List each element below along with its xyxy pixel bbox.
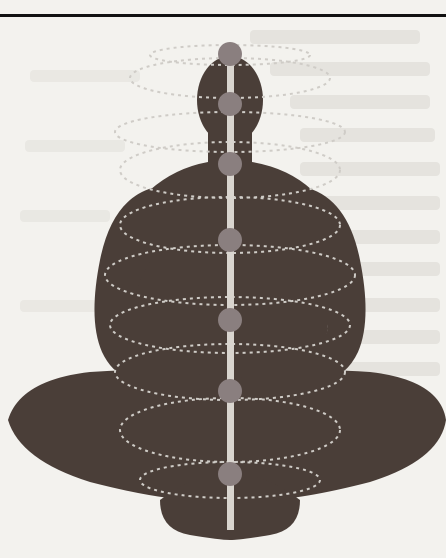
chakra-sacral (218, 379, 242, 403)
chakra-crown (218, 42, 242, 66)
chakra-throat (218, 152, 242, 176)
chakra-heart (218, 228, 242, 252)
chakra-third-eye (218, 92, 242, 116)
chakra-solar-plexus (218, 308, 242, 332)
chakra-root (218, 462, 242, 486)
spine-line (227, 50, 234, 530)
